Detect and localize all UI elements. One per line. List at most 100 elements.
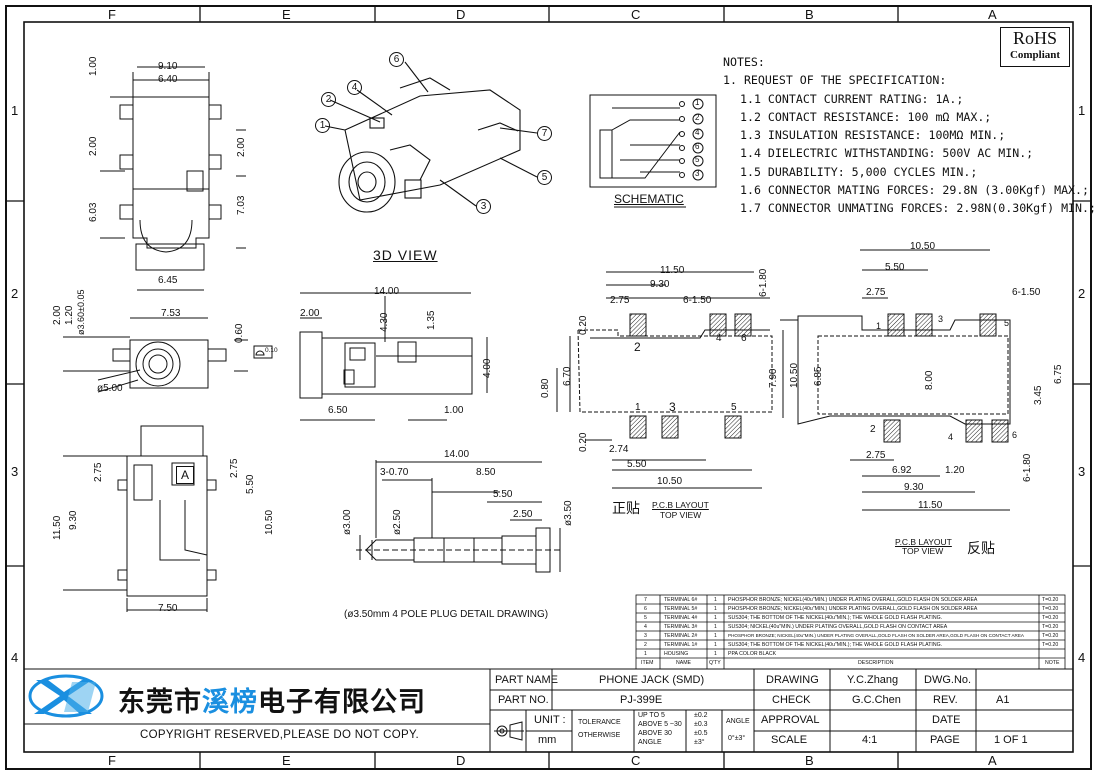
bom-cell: SUS304; THE BOTTOM OF THE NICKEL(40u"MIN… [728, 642, 943, 648]
copyright-text: COPYRIGHT RESERVED,PLEASE DO NOT COPY. [140, 729, 419, 741]
schematic-pin: 1 [695, 98, 700, 107]
dim-label: 2.75 [866, 287, 886, 298]
flatness-value: 0.10 [265, 347, 278, 354]
notes-heading: NOTES: [723, 55, 765, 69]
note-line: 1.5 DURABILITY: 5,000 CYCLES MIN.; [740, 164, 978, 179]
bom-cell: TERMINAL 4# [664, 615, 698, 621]
schematic-label: SCHEMATIC [614, 192, 684, 206]
pcb-rev-label-2: TOP VIEW [902, 546, 944, 556]
bom-cell: 1 [714, 597, 717, 603]
dim-label: 7.53 [161, 308, 181, 319]
tol-val: ±0.5 [694, 730, 708, 737]
dim-label: 5.50 [885, 262, 905, 273]
dim-label: 7.03 [236, 195, 247, 215]
pcb-front [556, 271, 784, 489]
col-label-c: C [631, 7, 641, 22]
notes-block: NOTES: 1. REQUEST OF THE SPECIFICATION: 1.… [723, 53, 1096, 218]
dim-label: 5.50 [493, 489, 513, 500]
dim-label: ø5.00 [97, 383, 123, 394]
bom-cell: HOUSING [664, 651, 689, 657]
bom-cell: T=0.20 [1042, 624, 1059, 630]
projection-symbol [494, 721, 524, 741]
dim-label: 1.00 [444, 405, 464, 416]
dim-label: ø2.50 [392, 509, 403, 535]
bom-cell: T=0.20 [1042, 633, 1059, 639]
pcb-rev-label-1: P.C.B LAYOUT [895, 537, 952, 547]
frame-ticks [6, 6, 1091, 769]
check-label: CHECK [772, 694, 811, 706]
row-label-4-right: 4 [1078, 650, 1086, 665]
tol-val: ±0.3 [694, 721, 708, 728]
dim-label: 6.03 [88, 202, 99, 222]
dim-label: 7.90 [768, 368, 779, 388]
schematic-pin: 4 [695, 128, 700, 137]
dim-label: 8.00 [924, 370, 935, 390]
bom-table-grid [635, 594, 1066, 670]
bom-cell: 1 [714, 633, 717, 639]
row-label-3: 3 [11, 464, 19, 479]
dim-label: 6-1.80 [758, 268, 769, 297]
bom-cell: TERMINAL 2# [664, 633, 698, 639]
schematic-pin: 3 [695, 169, 700, 178]
bom-cell: 3 [644, 633, 647, 639]
bom-cell: TERMINAL 3# [664, 624, 698, 630]
angle-label: ANGLE [726, 718, 750, 725]
approval-label: APPROVAL [761, 714, 820, 726]
tol-row: ANGLE [638, 739, 662, 746]
pad-number: 1 [876, 321, 882, 331]
dim-label: 4.30 [379, 312, 390, 332]
pad-number: 4 [716, 333, 722, 344]
dim-label: 10.50 [264, 509, 275, 535]
company-logo [28, 674, 104, 718]
dim-label: 2.00 [300, 308, 320, 319]
callout-4: 4 [347, 80, 362, 95]
dim-label: 2.75 [229, 458, 240, 478]
dim-label: 2.00 [88, 136, 99, 156]
callout-6: 6 [389, 52, 404, 67]
callout-1: 1 [315, 118, 330, 133]
bom-header: Q'TY [709, 660, 721, 666]
pad-number: 2 [634, 340, 641, 354]
col-label-d: D [456, 7, 466, 22]
company-name-a: 东莞市 [118, 687, 202, 718]
plug-detail [356, 460, 561, 573]
pad-number: 5 [731, 402, 737, 413]
bom-cell: PHOSPHOR BRONZE; NICKEL(40u"MIN.) UNDER … [728, 606, 978, 612]
dim-label: 11.50 [918, 500, 943, 511]
bom-header: NOTE [1045, 660, 1060, 666]
callout-3: 3 [476, 199, 491, 214]
bom-cell: 1 [714, 615, 717, 621]
note-line: 1.3 INSULATION RESISTANCE: 100MΩ MIN.; [740, 128, 1006, 143]
dim-label: 14.00 [444, 449, 470, 460]
bom-cell: 6 [644, 606, 647, 612]
bom-header: ITEM [641, 660, 654, 666]
side-view [299, 292, 488, 421]
bom-cell: T=0.20 [1042, 597, 1059, 603]
bom-cell: 1 [644, 651, 647, 657]
dim-label: 0.60 [234, 323, 245, 343]
dim-label: ø3.50 [563, 500, 574, 526]
col-label-a: A [988, 7, 997, 22]
drawing-label: DRAWING [766, 674, 819, 686]
bom-cell: T=0.20 [1042, 642, 1059, 648]
angle-value: 0°±3° [728, 735, 746, 742]
dim-label: 2.75 [93, 462, 104, 482]
dim-label: 0.80 [540, 378, 551, 398]
note-line: 1.6 CONNECTOR MATING FORCES: 29.8N (3.00… [740, 183, 1090, 198]
bom-cell: 5 [644, 615, 647, 621]
pcb-front-pads [629, 313, 752, 439]
dim-label: 9.10 [158, 61, 178, 72]
tol-row: UP TO 5 [638, 712, 665, 719]
rohs-title: RoHS [1012, 28, 1057, 48]
pcb-rev-cn: 反贴 [967, 540, 995, 556]
tol-val: ±3° [694, 739, 705, 746]
dim-label: 6.70 [562, 366, 573, 386]
row-label-1-right: 1 [1078, 103, 1086, 118]
notes-item-1: 1. REQUEST OF THE SPECIFICATION: [723, 73, 947, 88]
tol-row: ABOVE 5 ~30 [638, 721, 682, 728]
title-block-grid [24, 668, 1073, 752]
rev-label: REV. [933, 694, 958, 706]
bom-cell: 1 [714, 651, 717, 657]
view-3d [324, 61, 538, 213]
note-line: 1.4 DIELECTRIC WITHSTANDING: 500V AC MIN… [740, 146, 1034, 161]
